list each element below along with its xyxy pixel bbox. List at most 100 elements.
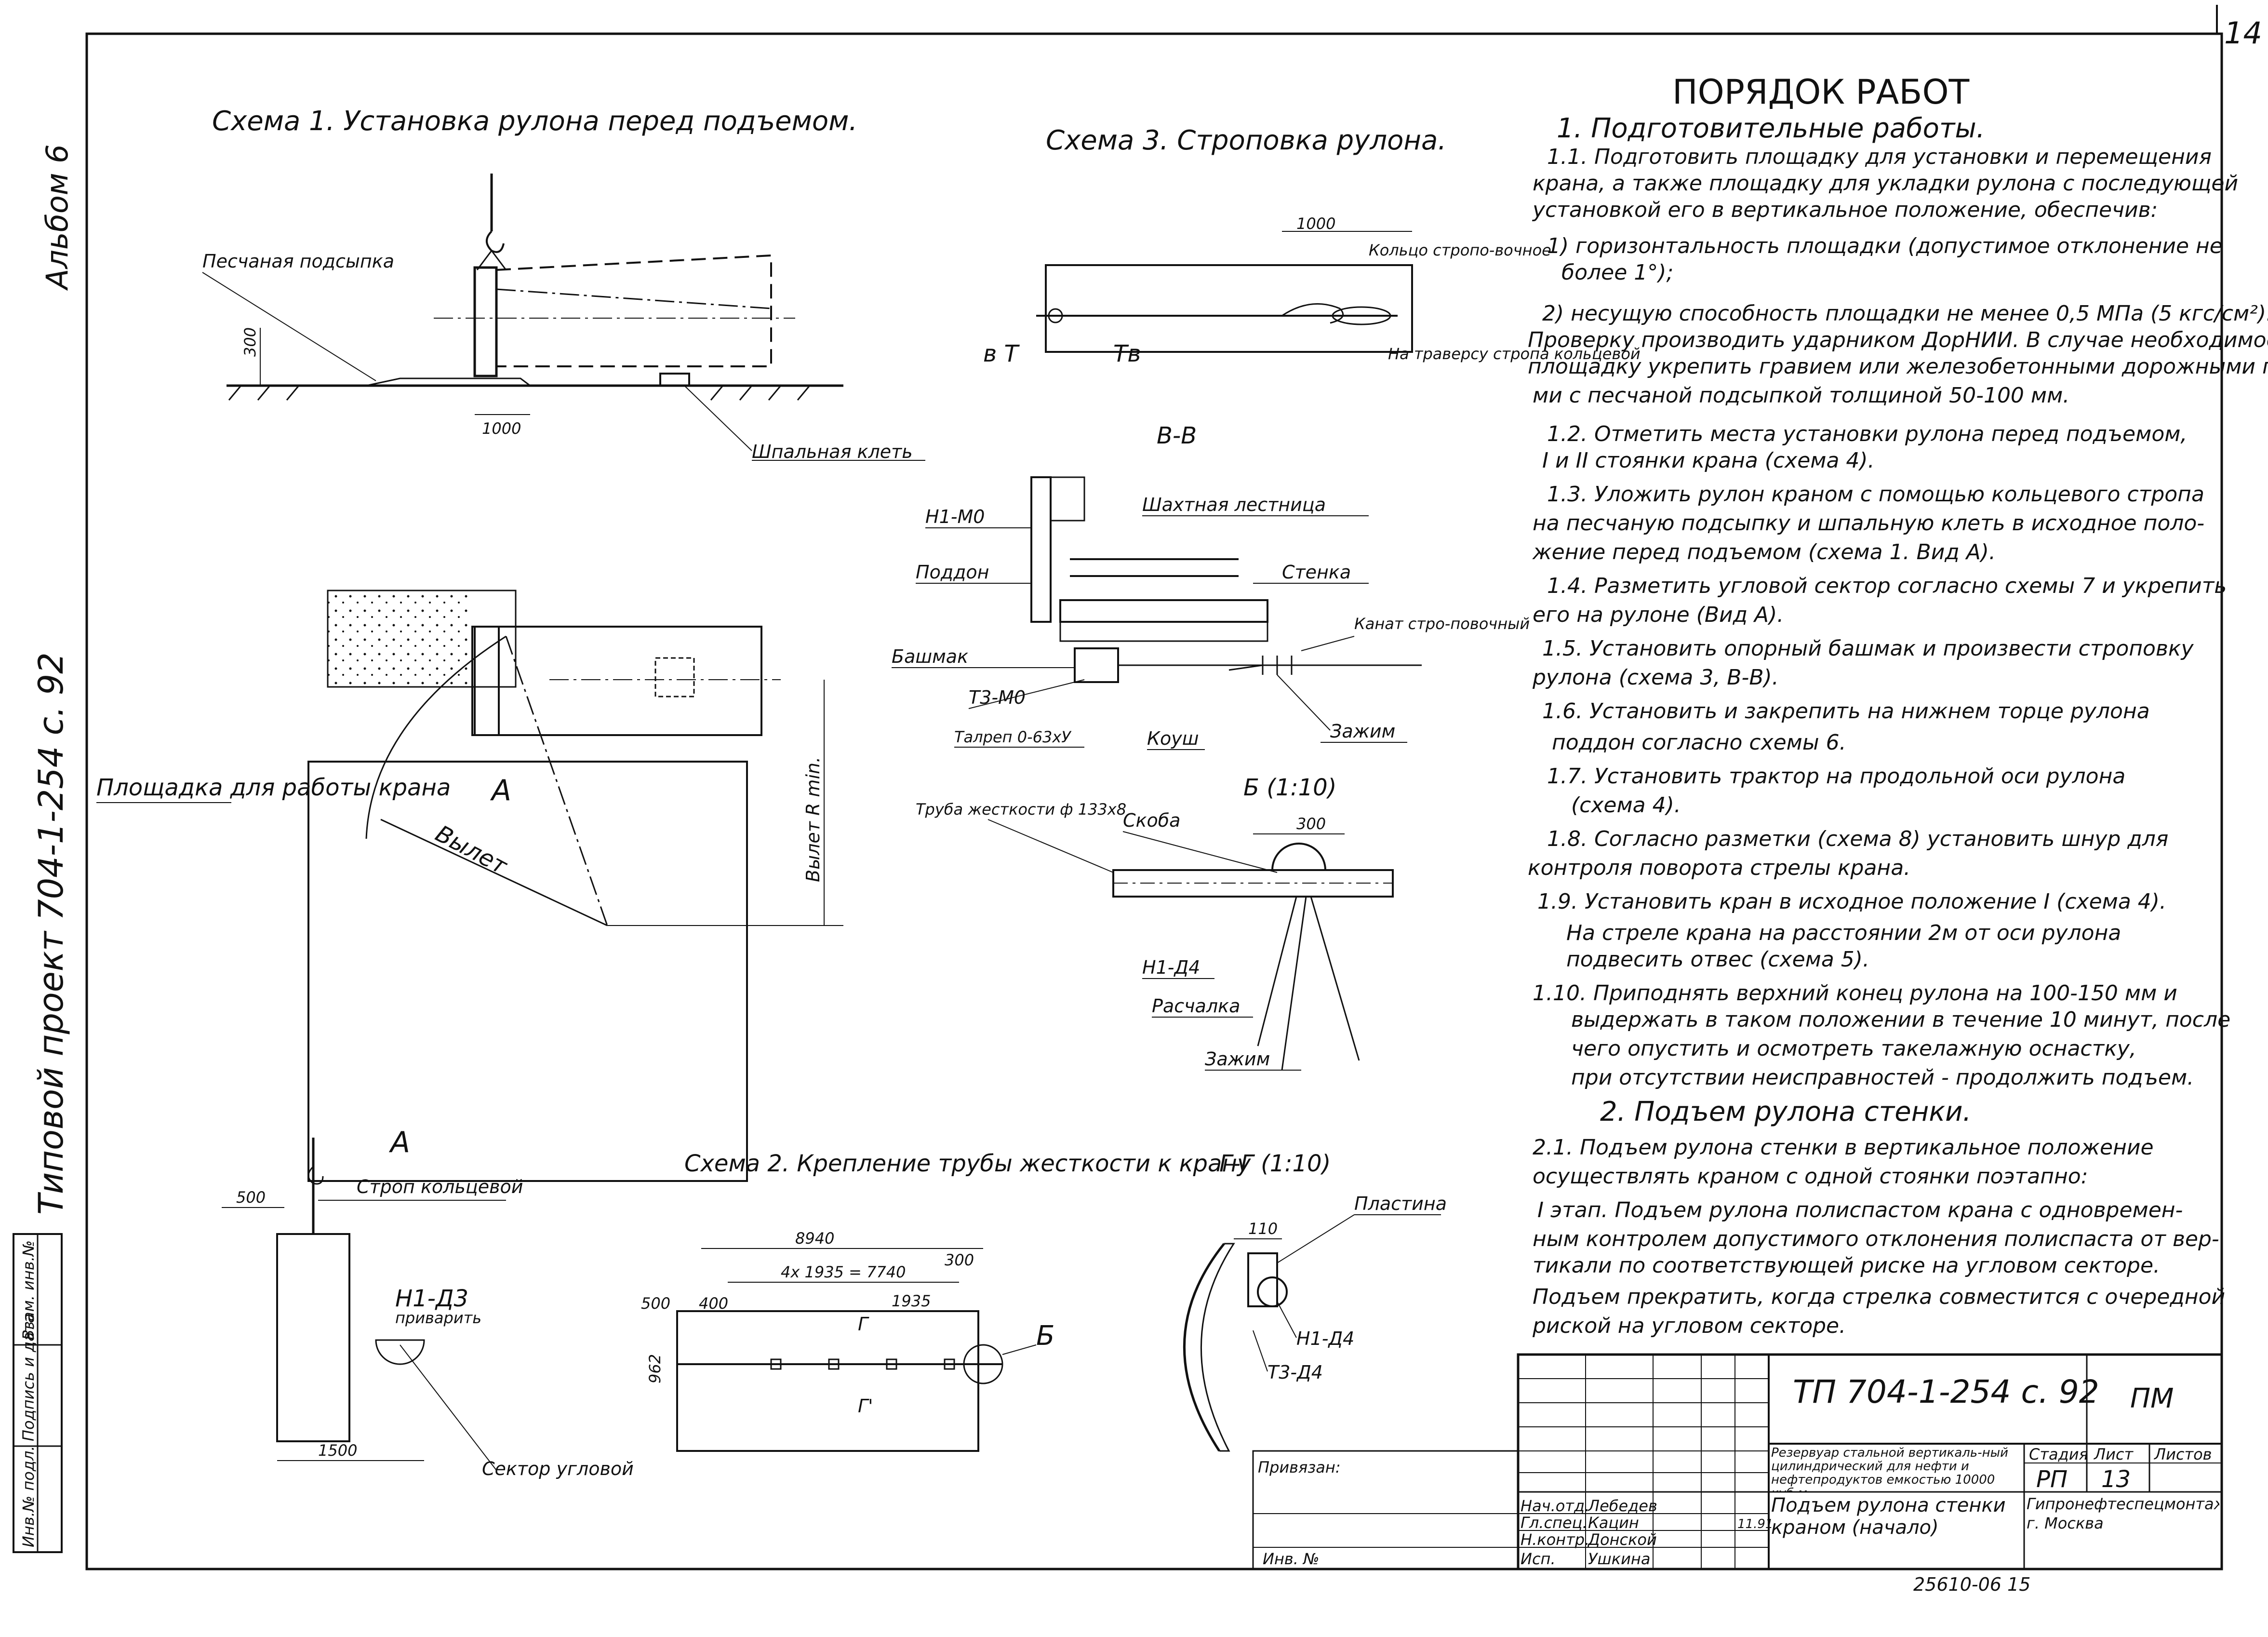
d8940-label: 8940 — [795, 1229, 834, 1248]
d500-a-label: 500 — [236, 1188, 266, 1207]
sand-label: Песчаная подсыпка — [202, 251, 394, 272]
ladder-label: Шахтная лестница — [1142, 494, 1326, 515]
object-name: Резервуар стальной вертикаль-ный цилиндр… — [1771, 1446, 2009, 1492]
proc-line-33: 2.1. Подъем рулона стенки в вертикальное… — [1533, 1135, 2154, 1160]
proc-line-21: 1.7. Установить трактор на продольной ос… — [1547, 764, 2125, 789]
proc-line-15: 1.4. Разметить угловой сектор согласно с… — [1547, 574, 2227, 598]
d400-label: 400 — [699, 1294, 728, 1313]
proc-line-28: 1.10. Приподнять верхний конец рулона на… — [1533, 981, 2177, 1006]
scheme-1: Схема 1. Установка рулона перед подъемом… — [96, 106, 925, 1182]
bracket-label: Скоба — [1123, 810, 1180, 831]
area-label: Площадка для работы крана — [96, 774, 451, 801]
view-a-title: А — [388, 1126, 410, 1159]
mark-code: ПМ — [2130, 1383, 2174, 1414]
role-2: Н.контр. — [1521, 1530, 1589, 1549]
proc-line-11: I и II стоянки крана (схема 4). — [1542, 448, 1875, 473]
proc-line-32: 2. Подъем рулона стенки. — [1600, 1096, 1971, 1127]
proc-line-26: На стреле крана на расстоянии 2м от оси … — [1566, 921, 2121, 945]
proc-line-1: 1.1. Подготовить площадку для установки … — [1547, 145, 2212, 169]
b-mark-label: Б — [1036, 1320, 1054, 1352]
detail-b: Б (1:10) 300 Труба жесткости ф 133х8 Ско… — [916, 774, 1394, 1071]
reach-label: Вылет — [431, 820, 512, 880]
stamp-col-3: Взам. инв.№ — [19, 1240, 38, 1340]
sheet-value: 13 — [2101, 1466, 2131, 1493]
d1500-label: 1500 — [318, 1441, 357, 1460]
thimble-label: Коуш — [1147, 728, 1199, 749]
sector-label: Сектор угловой — [482, 1458, 634, 1479]
d1935-label: 1935 — [892, 1292, 931, 1310]
n1d4-b-label: Н1-Д4 — [1142, 957, 1200, 978]
proc-line-8: площадку укрепить гравием или железобето… — [1528, 354, 2268, 379]
archive-number: 25610-06 15 — [1913, 1574, 2030, 1595]
clamp-b-label: Зажим — [1205, 1048, 1270, 1070]
proc-line-14: жение перед подъемом (схема 1. Вид А). — [1532, 540, 1996, 564]
turnbuckle-label: Талреп 0-63хУ — [954, 728, 1072, 746]
shoe-label: Башмак — [892, 646, 968, 667]
proc-line-18: рулона (схема 3, В-В). — [1532, 665, 1779, 690]
scheme-2: Схема 2. Крепление трубы жесткости к кра… — [641, 1150, 1251, 1452]
proc-line-23: 1.8. Согласно разметки (схема 8) установ… — [1547, 827, 2168, 851]
procedure: ПОРЯДОК РАБОТ 1. Подготовительные работы… — [1528, 72, 2268, 1338]
album-label: Альбом 6 — [40, 144, 75, 291]
proc-line-27: подвесить отвес (схема 5). — [1566, 947, 1869, 972]
proc-line-17: 1.5. Установить опорный башмак и произве… — [1542, 636, 2194, 661]
proc-line-7: Проверку производить ударником ДорНИИ. В… — [1528, 328, 2268, 352]
proc-line-22: (схема 4). — [1571, 793, 1681, 818]
cut-g2-label: Г' — [858, 1395, 873, 1417]
title-block: Привязан: Инв. № ТП 704-1-254 с. 92 ПМ Р… — [1252, 1353, 2223, 1595]
name-3: Ушкина — [1588, 1550, 1650, 1568]
role-1: Гл.спец. — [1521, 1514, 1588, 1532]
proc-line-12: 1.3. Уложить рулон краном с помощью коль… — [1547, 482, 2204, 507]
cage-label: Шпальная клеть — [752, 441, 913, 462]
t3m0-label: Т3-М0 — [969, 687, 1026, 708]
scheme-2-title: Схема 2. Крепление трубы жесткости к кра… — [684, 1150, 1251, 1177]
stage-value: РП — [2036, 1466, 2068, 1493]
d110-label: 110 — [1248, 1220, 1278, 1238]
ring-label: Кольцо стропо-вочное — [1369, 241, 1551, 259]
n1m0-label: Н1-М0 — [925, 506, 985, 527]
procedure-title: ПОРЯДОК РАБОТ — [1672, 72, 1970, 112]
proc-line-6: 2) несущую способность площадки не менее… — [1542, 301, 2268, 326]
tb-label: Тв — [1113, 340, 1141, 367]
binding-label: Привязан: — [1258, 1458, 1341, 1476]
d962-label: 962 — [646, 1354, 664, 1383]
scheme-3-title: Схема 3. Строповка рулона. — [1046, 125, 1446, 156]
traverse-label: На траверсу стропа кольцевой — [1388, 345, 1641, 363]
stamp-col-1: Инв.№ подл. — [19, 1446, 38, 1547]
proc-line-37: тикали по соответствующей риске на углов… — [1533, 1253, 2160, 1278]
proc-line-36: ным контролем допустимого отклонения пол… — [1533, 1227, 2219, 1251]
inv-label: Инв. № — [1263, 1550, 1319, 1568]
view-a: А 500 Строп кольцевой Н1-Д3 приварить Се… — [222, 1126, 634, 1479]
stage-header: Стадия — [2029, 1445, 2088, 1463]
proc-line-31: при отсутствии неисправностей - продолжи… — [1571, 1065, 2194, 1090]
scheme-1-title: Схема 1. Установка рулона перед подъемом… — [212, 106, 857, 137]
proc-line-20: поддон согласно схемы 6. — [1552, 730, 1846, 755]
side-stamp: Альбом 6 Типовой проект 704-1-254 с. 92 … — [13, 144, 75, 1553]
section-gg-title: Г-Г (1:10) — [1219, 1150, 1331, 1177]
scheme-3: Схема 3. Строповка рулона. 1000 Кольцо с… — [892, 125, 1641, 750]
tube-label: Труба жесткости ф 133х8 — [916, 800, 1126, 818]
clamp-label-vv: Зажим — [1330, 721, 1395, 742]
proc-line-9: ми с песчаной подсыпкой толщиной 50-100 … — [1533, 383, 2069, 408]
proc-line-5: более 1°); — [1561, 260, 1673, 285]
w1000-label: 1000 — [482, 419, 521, 438]
proc-line-29: выдержать в таком положении в течение 10… — [1571, 1007, 2230, 1032]
spans-label: 4х 1935 = 7740 — [781, 1263, 906, 1281]
proc-line-3: установкой его в вертикальное положение,… — [1532, 198, 2158, 222]
reach-min-label: Вылет R min. — [802, 757, 824, 882]
name-0: Лебедев — [1588, 1497, 1657, 1515]
n1d3-label: Н1-Д3 — [395, 1285, 468, 1312]
h300-label: 300 — [241, 327, 259, 357]
section-gg: Г-Г (1:10) 110 Пластина Н1-Д4 Т3-Д4 — [1183, 1150, 1447, 1452]
proc-line-38: Подъем прекратить, когда стрелка совмест… — [1533, 1285, 2225, 1309]
guy-label: Расчалка — [1152, 995, 1240, 1017]
name-1: Кацин — [1588, 1514, 1639, 1532]
project-code: ТП 704-1-254 с. 92 — [1793, 1373, 2099, 1410]
proc-line-10: 1.2. Отметить места установки рулона пер… — [1547, 422, 2187, 446]
detail-b-title: Б (1:10) — [1243, 774, 1336, 801]
cut-g-label: Г — [858, 1314, 869, 1335]
proc-line-24: контроля поворота стрелы крана. — [1528, 856, 1910, 880]
name-2: Донской — [1587, 1530, 1657, 1549]
sheets-header: Листов — [2154, 1445, 2212, 1463]
